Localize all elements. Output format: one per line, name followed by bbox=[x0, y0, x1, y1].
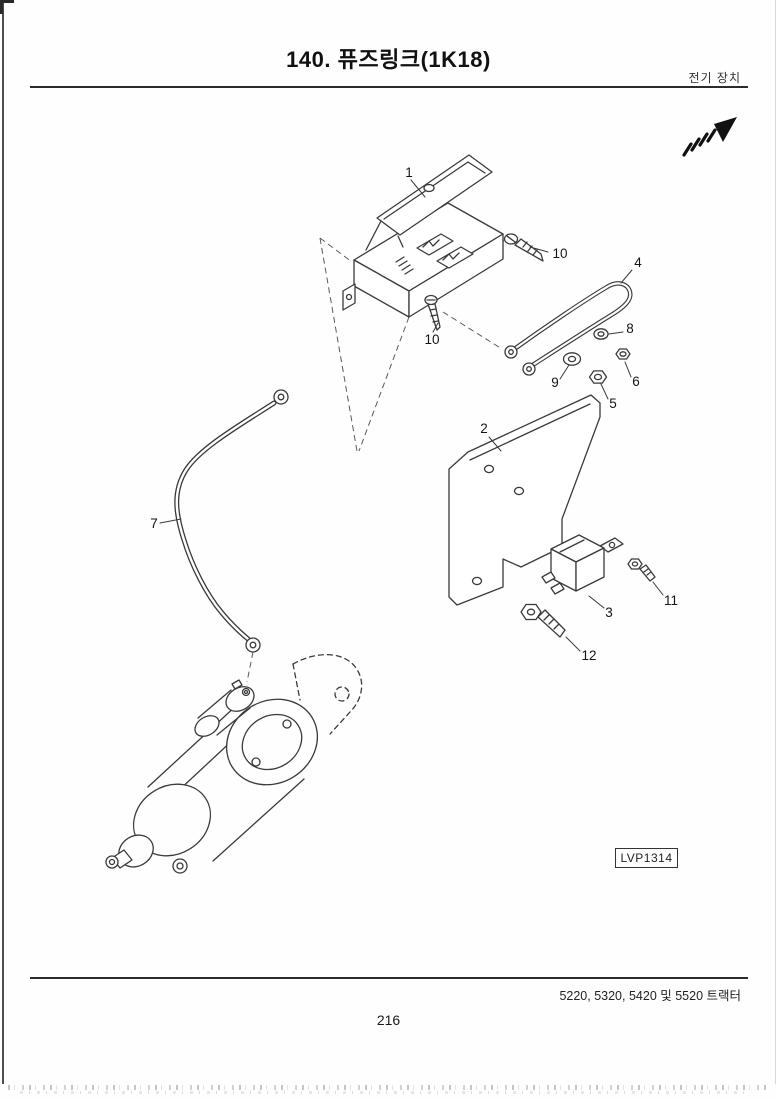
mounting-bracket bbox=[448, 394, 601, 606]
figure-code-box: LVP1314 bbox=[615, 848, 678, 868]
callout-4: 4 bbox=[634, 255, 642, 270]
scan-corner-mark bbox=[0, 0, 14, 3]
callout-10-left: 10 bbox=[424, 332, 439, 347]
fuse-box-cover bbox=[365, 154, 493, 251]
fuse-link-elements bbox=[395, 233, 474, 275]
bolt-11 bbox=[627, 558, 656, 582]
bolt-12 bbox=[520, 603, 566, 638]
scan-corner-mark-vertical bbox=[0, 0, 3, 14]
nut-5 bbox=[588, 370, 608, 384]
starter-bracket-dashed bbox=[292, 653, 363, 735]
callout-6: 6 bbox=[632, 374, 640, 389]
fuse-link-wire bbox=[174, 389, 289, 653]
callout-leaders bbox=[159, 179, 664, 652]
callout-9: 9 bbox=[551, 375, 559, 390]
flat-washer-9 bbox=[562, 352, 582, 366]
starter-motor bbox=[105, 653, 363, 874]
nut-6 bbox=[615, 348, 631, 360]
screw-10-right bbox=[503, 233, 544, 262]
scan-edge-left bbox=[2, 0, 4, 1084]
starter-solenoid bbox=[194, 679, 255, 737]
scan-noise-strip bbox=[8, 1085, 769, 1090]
callout-10-right: 10 bbox=[552, 246, 567, 261]
header-rule bbox=[30, 86, 748, 88]
models-line: 5220, 5320, 5420 및 5520 트랙터 bbox=[559, 989, 741, 1003]
scan-noise-strip-2 bbox=[20, 1091, 747, 1094]
screw-10-left bbox=[424, 294, 441, 331]
callout-8: 8 bbox=[626, 321, 634, 336]
page-title: 140. 퓨즈링크(1K18) bbox=[286, 47, 491, 72]
page-forward-arrow-icon bbox=[682, 117, 737, 157]
figure-code: LVP1314 bbox=[620, 851, 673, 865]
relay bbox=[541, 534, 624, 595]
footer-rule bbox=[30, 977, 748, 979]
callout-3: 3 bbox=[605, 605, 613, 620]
lock-washer-8 bbox=[593, 328, 609, 340]
section-label: 전기 장치 bbox=[688, 71, 741, 85]
scan-edge-right bbox=[775, 0, 776, 1084]
fuse-box-base bbox=[342, 202, 504, 318]
callout-2: 2 bbox=[480, 421, 488, 436]
callout-12: 12 bbox=[581, 648, 596, 663]
callout-7: 7 bbox=[150, 516, 158, 531]
page-number: 216 bbox=[376, 1012, 401, 1028]
wire-loop bbox=[504, 281, 633, 376]
callout-1: 1 bbox=[405, 165, 413, 180]
callout-5: 5 bbox=[609, 396, 617, 411]
callout-11: 11 bbox=[664, 593, 678, 608]
